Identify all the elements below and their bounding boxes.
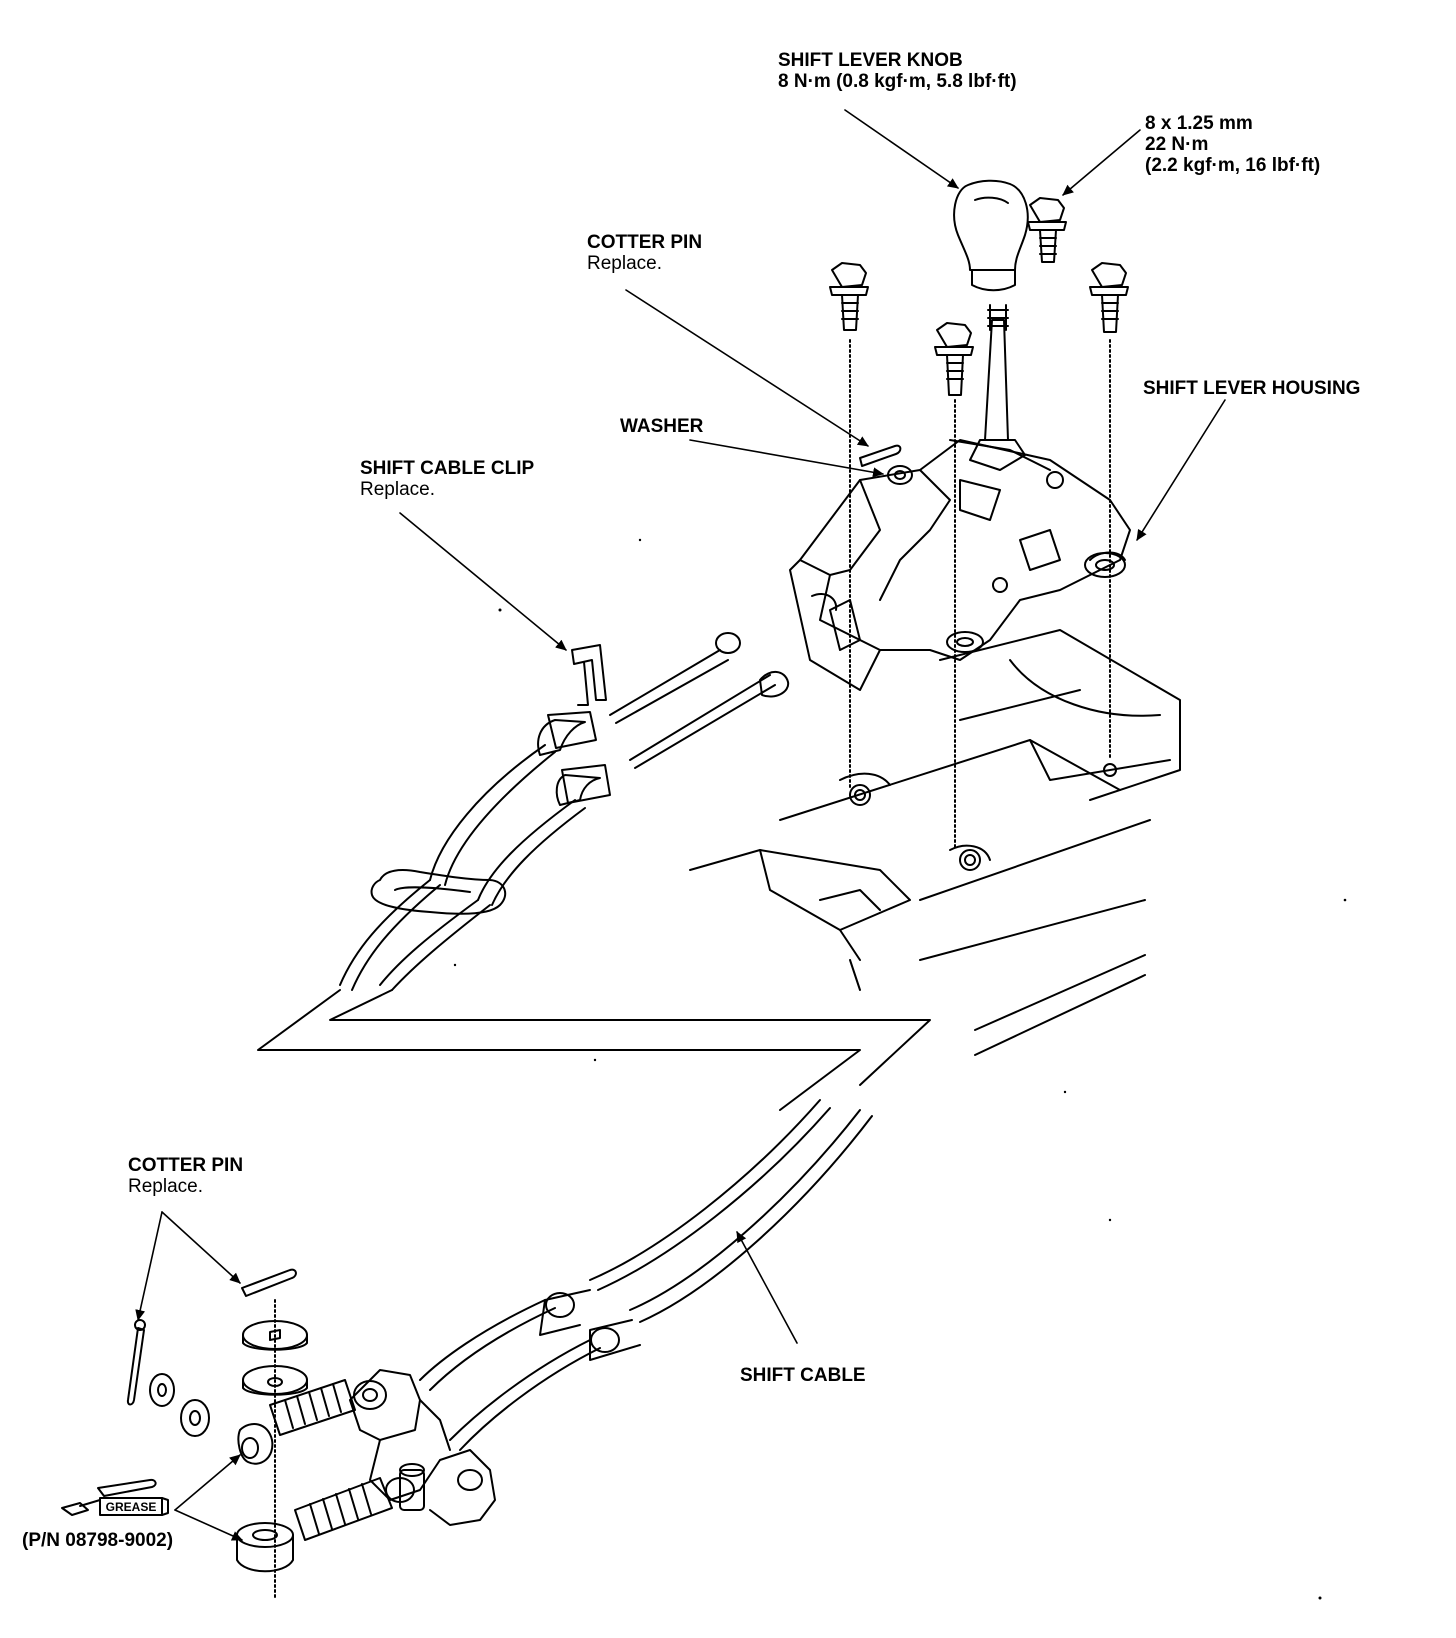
bolt-center [934,322,974,396]
label-housing-title: SHIFT LEVER HOUSING [1143,378,1361,399]
label-shift-lever-housing: SHIFT LEVER HOUSING [1143,378,1360,399]
label-bolt-torque-alt: (2.2 kgf·m, 16 lbf·ft) [1145,155,1321,176]
label-knob-title: SHIFT LEVER KNOB [778,50,963,71]
lower-small-parts [126,1268,308,1601]
label-grease-pn: (P/N 08798-9002) [22,1530,174,1551]
label-cotter-pin-bottom-note: Replace. [128,1176,203,1197]
bolt-knob-side [1027,197,1067,263]
label-shift-cable-title: SHIFT CABLE [740,1365,866,1386]
leader-arrows [135,109,1226,1541]
shift-cables-lower [419,1099,873,1451]
label-cotter-pin-bottom: COTTER PIN Replace. [128,1155,243,1197]
shift-lever-housing [789,439,1131,691]
label-cable-clip-title: SHIFT CABLE CLIP [360,458,535,479]
shift-cable-clip [571,644,607,706]
label-washer: WASHER [620,416,703,437]
label-shift-cable: SHIFT CABLE [740,1365,866,1386]
shift-lever [969,304,1026,471]
label-grease-part-number: (P/N 08798-9002) [22,1530,173,1551]
label-bolt-spec: 8 x 1.25 mm 22 N·m (2.2 kgf·m, 16 lbf·ft… [1145,113,1320,176]
label-washer-title: WASHER [620,416,704,437]
label-cotter-pin-top-note: Replace. [587,253,662,274]
label-bolt-size: 8 x 1.25 mm [1145,113,1253,134]
cable-end-lower [294,1477,415,1541]
cable-break-line [257,989,931,1111]
label-cable-clip-note: Replace. [360,479,435,500]
shift-cables-upper [339,632,790,991]
label-shift-lever-knob: SHIFT LEVER KNOB 8 N·m (0.8 kgf·m, 5.8 l… [778,50,1017,92]
label-knob-torque: 8 N·m (0.8 kgf·m, 5.8 lbf·ft) [778,71,1017,92]
scan-speckles [453,538,1347,1600]
grease-tube-text: GREASE [106,1500,157,1514]
bolts [829,197,1129,851]
bolt-left [829,262,869,331]
cable-ends [269,1379,415,1541]
floor-console [689,629,1181,1056]
shift-knob [953,179,1029,292]
bolt-right [1089,262,1129,333]
label-cotter-pin-top-title: COTTER PIN [587,232,703,253]
label-cotter-pin-bottom-title: COTTER PIN [128,1155,244,1176]
label-cotter-pin-top: COTTER PIN Replace. [587,232,702,274]
label-bolt-torque: 22 N·m [1145,134,1209,155]
cable-end-upper [269,1379,387,1436]
label-shift-cable-clip: SHIFT CABLE CLIP Replace. [360,458,534,500]
transmission-bracket [349,1369,496,1526]
upper-cotter-pin-washer [859,444,913,485]
grease-tube-icon: GREASE [61,1478,169,1516]
